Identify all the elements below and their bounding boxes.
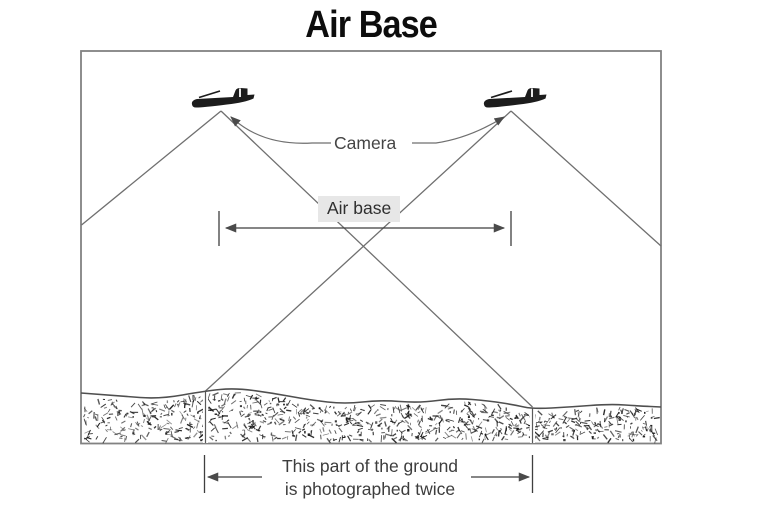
airbase-measure <box>218 211 512 246</box>
sight-line-right-inner <box>205 110 512 392</box>
camera-leader-right-arrow <box>412 116 505 144</box>
ground-measure <box>203 455 534 493</box>
ground-caption-line2: is photographed twice <box>284 479 456 499</box>
camera-leader-lines <box>230 116 505 144</box>
camera-label: Camera <box>334 133 397 153</box>
airplane-icon-right <box>483 88 547 108</box>
sight-line-left-inner <box>220 110 533 408</box>
ground-texture <box>83 392 660 444</box>
ground-caption-line1: This part of the ground <box>281 456 459 476</box>
ground-caption: This part of the ground is photographed … <box>250 455 490 501</box>
diagram-frame <box>80 50 662 445</box>
terrain-line <box>80 388 662 410</box>
sight-lines <box>81 110 662 408</box>
page-title: Air Base <box>0 6 742 44</box>
airplane-icon-left <box>191 88 255 108</box>
sight-line-left-outer <box>81 110 222 226</box>
page-title-text: Air Base <box>305 4 437 46</box>
camera-leader-left-arrow <box>230 116 331 144</box>
sight-line-right-outer <box>510 110 662 247</box>
airbase-label: Air base <box>318 196 401 222</box>
ground <box>80 388 662 444</box>
